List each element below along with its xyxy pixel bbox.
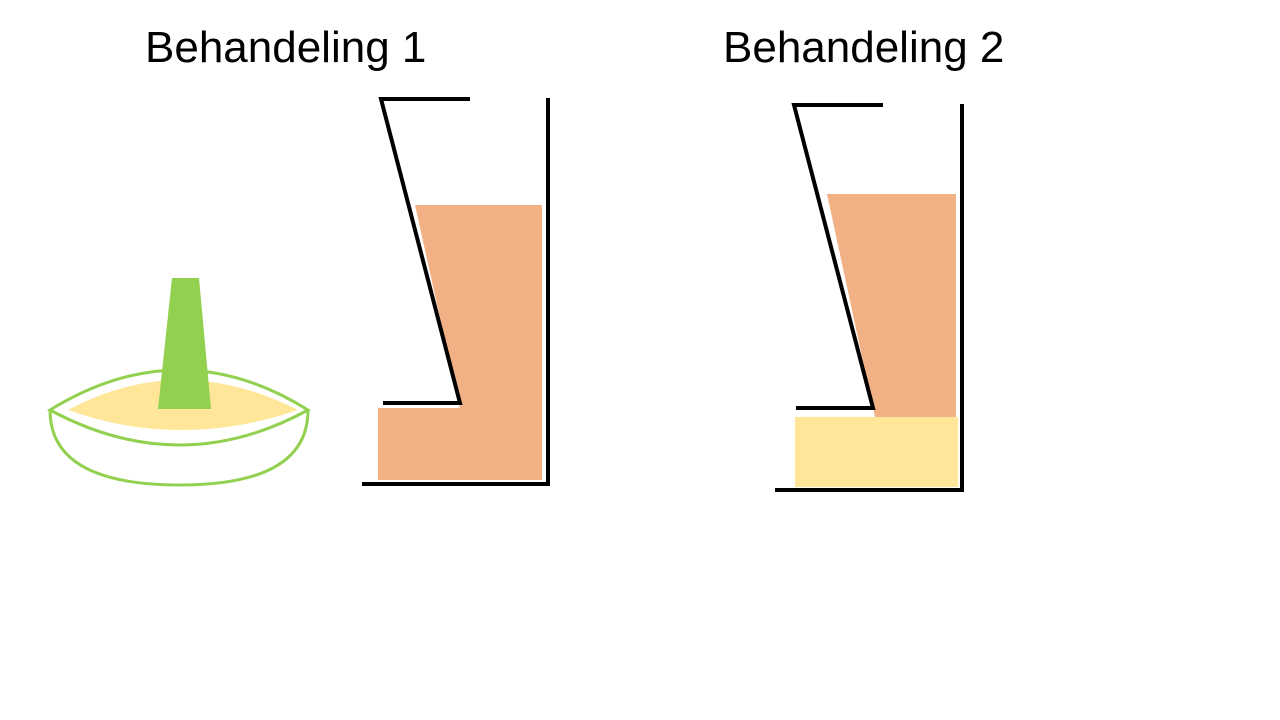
plant-stem xyxy=(158,278,211,409)
container-2-slanted-wall xyxy=(791,103,883,410)
dish-with-plant xyxy=(46,278,311,487)
container-2 xyxy=(775,103,964,492)
container-2-yellow-layer xyxy=(795,417,958,487)
container-2-salmon-fill xyxy=(827,194,956,417)
treatment-2-title: Behandeling 2 xyxy=(723,23,1005,72)
container-1-slanted-wall xyxy=(378,97,470,405)
container-1-salmon-fill xyxy=(378,205,542,480)
treatment-1-title: Behandeling 1 xyxy=(145,23,427,72)
container-1 xyxy=(362,97,550,486)
dish-bowl xyxy=(48,409,310,487)
